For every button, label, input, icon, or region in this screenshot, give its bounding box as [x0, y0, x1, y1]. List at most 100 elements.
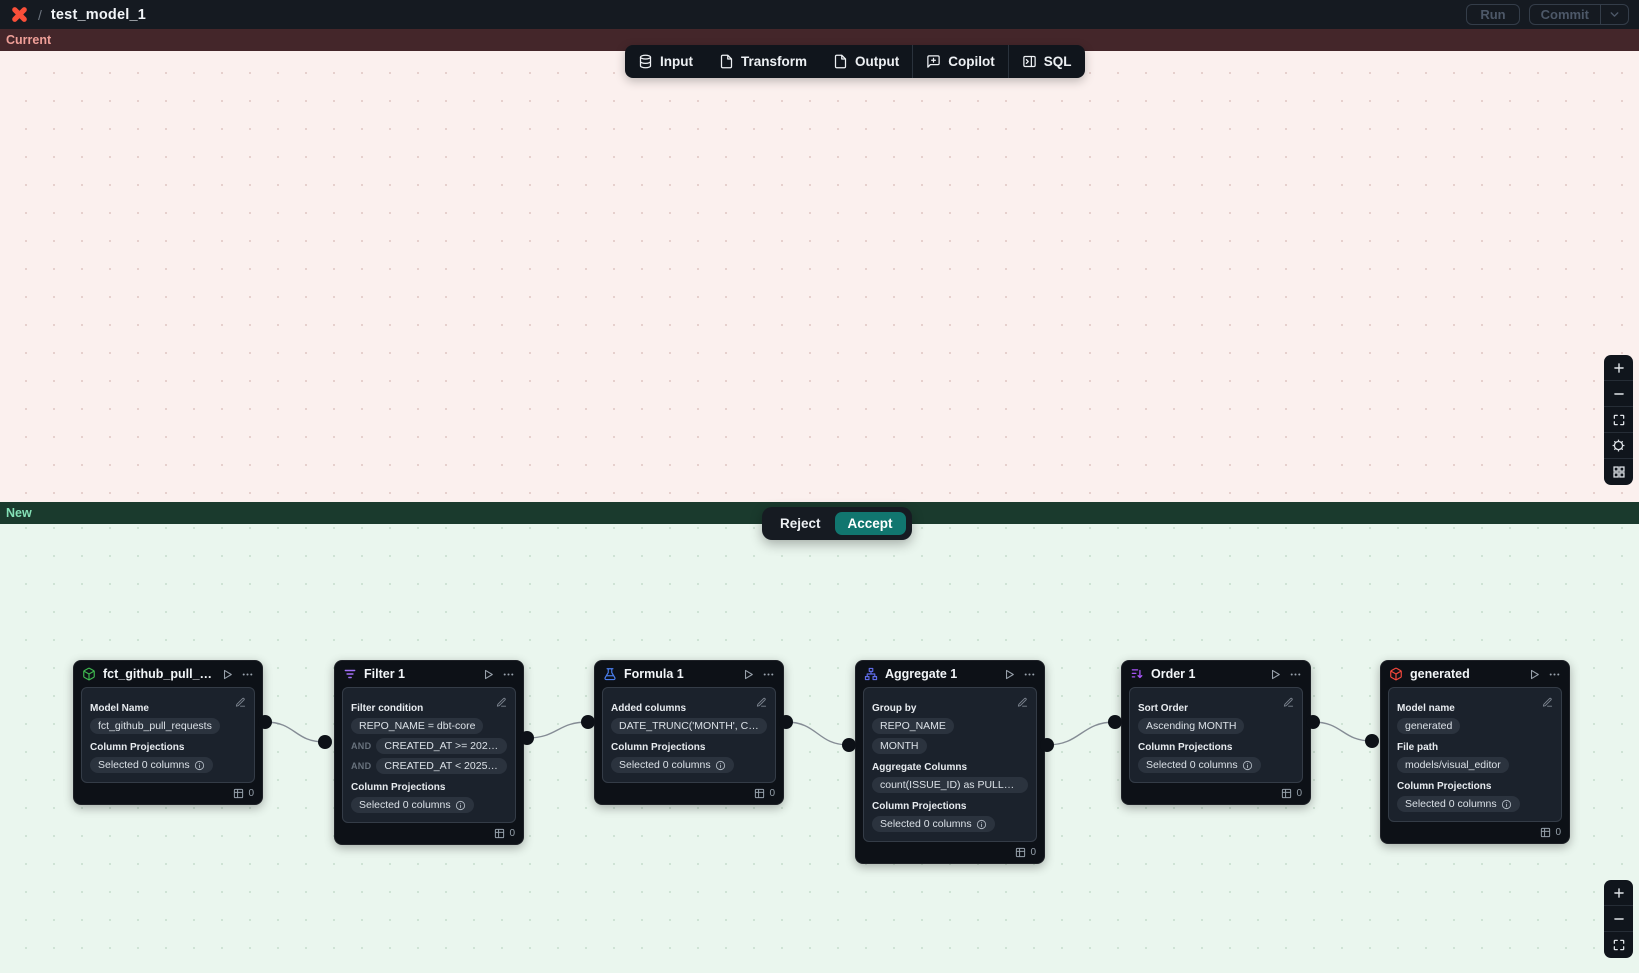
info-icon[interactable]	[455, 800, 466, 811]
value-pill: REPO_NAME	[872, 718, 954, 734]
new-canvas-controls	[1604, 880, 1633, 958]
node-aggregate-1[interactable]: Aggregate 1 Group by REPO_NAME MONTH Agg…	[855, 660, 1045, 864]
play-icon[interactable]	[221, 668, 234, 681]
and-operator-label: AND	[351, 761, 372, 771]
fit-view-button[interactable]	[1604, 407, 1633, 433]
node-title: Aggregate 1	[885, 667, 958, 681]
node-footer: 0	[595, 787, 783, 804]
info-icon[interactable]	[1501, 799, 1512, 810]
reject-button[interactable]: Reject	[768, 512, 833, 535]
filter-icon	[343, 667, 357, 681]
toolbar-copilot-label: Copilot	[948, 54, 995, 69]
breadcrumb-separator: /	[38, 6, 42, 23]
node-body: Model name generated File path models/vi…	[1388, 687, 1562, 822]
formula-flask-icon	[603, 667, 617, 681]
node-footer: 0	[1122, 787, 1310, 804]
tiles-icon	[1612, 465, 1626, 479]
aggregate-sitemap-icon	[864, 667, 878, 681]
value-pill: Selected 0 columns	[1397, 796, 1520, 812]
play-icon[interactable]	[1003, 668, 1016, 681]
node-body: Sort Order Ascending MONTH Column Projec…	[1129, 687, 1303, 783]
node-fct-github-pull-requests[interactable]: fct_github_pull_requests Model Name fct_…	[73, 660, 263, 805]
new-model-canvas[interactable]	[0, 524, 1639, 973]
info-icon[interactable]	[976, 819, 987, 830]
more-menu-icon[interactable]	[1548, 668, 1561, 681]
current-section-label: Current	[6, 33, 52, 47]
play-icon[interactable]	[742, 668, 755, 681]
zoom-in-button[interactable]	[1604, 355, 1633, 381]
zoom-out-icon	[1612, 912, 1626, 926]
recenter-button[interactable]	[1604, 433, 1633, 459]
accept-button[interactable]: Accept	[834, 512, 906, 535]
value-pill: fct_github_pull_requests	[90, 718, 220, 734]
document-icon	[833, 54, 848, 69]
more-menu-icon[interactable]	[762, 668, 775, 681]
node-header[interactable]: Filter 1	[335, 661, 523, 686]
table-count-icon	[1281, 788, 1292, 799]
edit-pencil-icon[interactable]	[235, 695, 246, 713]
fit-view-button[interactable]	[1604, 932, 1633, 958]
node-header[interactable]: generated	[1381, 661, 1569, 686]
toolbar-output-label: Output	[855, 54, 900, 69]
app-logo-icon[interactable]	[10, 5, 29, 24]
tile-view-button[interactable]	[1604, 459, 1633, 485]
table-count-icon	[233, 788, 244, 799]
more-menu-icon[interactable]	[1023, 668, 1036, 681]
edit-pencil-icon[interactable]	[756, 695, 767, 713]
edit-pencil-icon[interactable]	[1017, 695, 1028, 713]
node-header[interactable]: Aggregate 1	[856, 661, 1044, 686]
more-menu-icon[interactable]	[241, 668, 254, 681]
node-body: Model Name fct_github_pull_requests Colu…	[81, 687, 255, 783]
node-formula-1[interactable]: Formula 1 Added columns DATE_TRUNC('MONT…	[594, 660, 784, 805]
generated-cube-icon	[1389, 667, 1403, 681]
more-menu-icon[interactable]	[1289, 668, 1302, 681]
zoom-out-button[interactable]	[1604, 381, 1633, 407]
toolbar-output-button[interactable]: Output	[820, 45, 912, 78]
run-button[interactable]: Run	[1466, 4, 1520, 25]
toolbar-input-button[interactable]: Input	[625, 45, 706, 78]
node-generated[interactable]: generated Model name generated File path…	[1380, 660, 1570, 844]
info-icon[interactable]	[194, 760, 205, 771]
field-label: Column Projections	[1397, 781, 1492, 792]
node-filter-1[interactable]: Filter 1 Filter condition REPO_NAME = db…	[334, 660, 524, 845]
field-label: Column Projections	[90, 742, 185, 753]
toolbar-copilot-button[interactable]: Copilot	[913, 45, 1008, 78]
node-header[interactable]: fct_github_pull_requests	[74, 661, 262, 686]
node-header[interactable]: Order 1	[1122, 661, 1310, 686]
row-count: 0	[509, 828, 515, 839]
info-icon[interactable]	[1242, 760, 1253, 771]
model-title: test_model_1	[50, 6, 146, 23]
zoom-out-button[interactable]	[1604, 906, 1633, 932]
commit-button[interactable]: Commit	[1540, 7, 1589, 22]
edit-pencil-icon[interactable]	[1283, 695, 1294, 713]
zoom-in-button[interactable]	[1604, 880, 1633, 906]
play-icon[interactable]	[482, 668, 495, 681]
value-pill: Selected 0 columns	[90, 757, 213, 773]
zoom-in-icon	[1612, 886, 1626, 900]
play-icon[interactable]	[1269, 668, 1282, 681]
more-menu-icon[interactable]	[502, 668, 515, 681]
node-header[interactable]: Formula 1	[595, 661, 783, 686]
value-pill: Selected 0 columns	[351, 797, 474, 813]
toolbar-transform-button[interactable]: Transform	[706, 45, 820, 78]
document-icon	[719, 54, 734, 69]
commit-dropdown-button[interactable]	[1601, 5, 1628, 24]
node-footer: 0	[335, 827, 523, 844]
field-label: Filter condition	[351, 703, 424, 714]
row-count: 0	[248, 788, 254, 799]
node-body: Added columns DATE_TRUNC('MONTH', CREATE…	[602, 687, 776, 783]
toolbar-sql-button[interactable]: SQL	[1009, 45, 1085, 78]
value-pill: Selected 0 columns	[611, 757, 734, 773]
current-model-canvas[interactable]	[0, 51, 1639, 502]
edit-pencil-icon[interactable]	[1542, 695, 1553, 713]
info-icon[interactable]	[715, 760, 726, 771]
node-order-1[interactable]: Order 1 Sort Order Ascending MONTH Colum…	[1121, 660, 1311, 805]
play-icon[interactable]	[1528, 668, 1541, 681]
node-footer: 0	[856, 846, 1044, 863]
toolbar-sql-label: SQL	[1043, 54, 1072, 69]
node-body: Filter condition REPO_NAME = dbt-core AN…	[342, 687, 516, 823]
edit-pencil-icon[interactable]	[496, 695, 507, 713]
toolbar-divider	[1007, 45, 1009, 78]
field-label: Column Projections	[611, 742, 706, 753]
sql-panel-icon	[1022, 54, 1037, 69]
